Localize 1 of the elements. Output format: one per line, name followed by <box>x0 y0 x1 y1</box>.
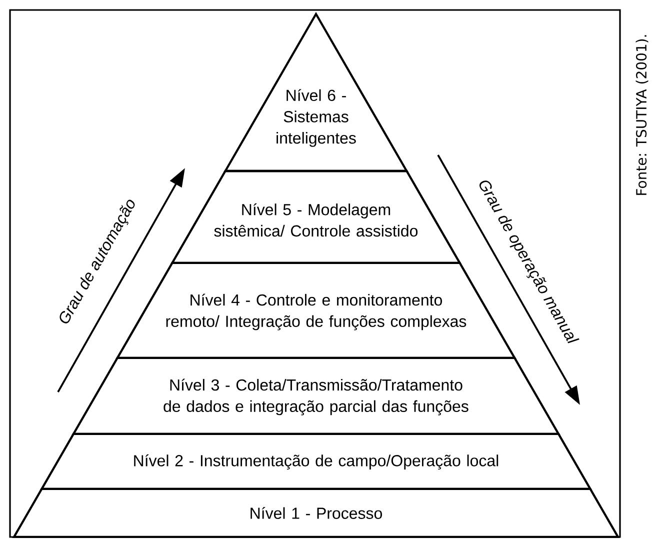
source-note: Fonte: TSUTIYA (2001). <box>636 35 648 195</box>
